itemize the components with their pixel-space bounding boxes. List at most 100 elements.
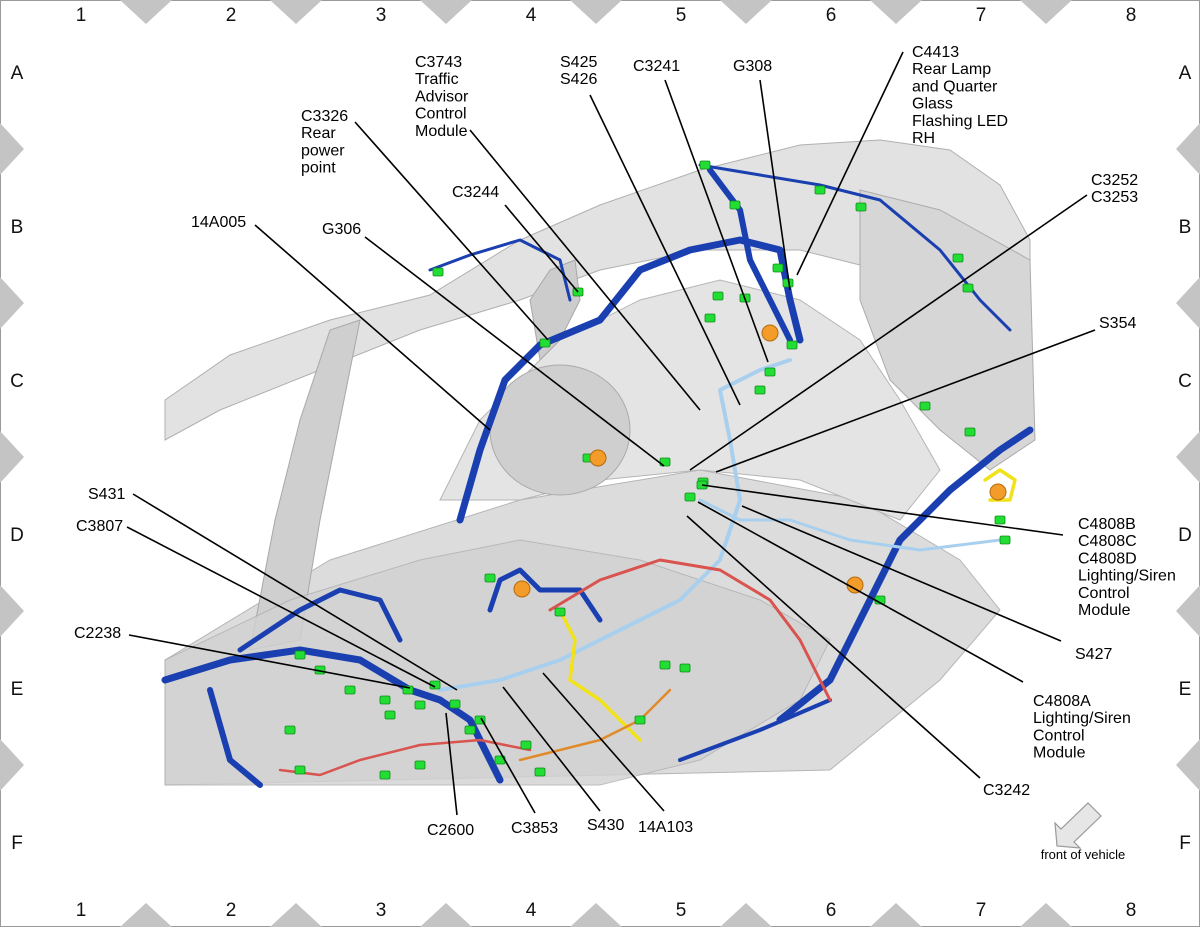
callout-text-line: and Quarter — [912, 78, 998, 95]
callout-text-line: 14A005 — [191, 214, 246, 231]
leader-line-c3241 — [664, 79, 769, 363]
callout-c3853: C3853 — [511, 820, 558, 837]
callout-text-line: C3253 — [1091, 189, 1138, 206]
connector-icon — [554, 607, 566, 617]
callout-a14a103: 14A103 — [638, 819, 693, 836]
leader-line-c3244 — [504, 204, 579, 293]
leader-line-s427 — [741, 505, 1062, 642]
connector-icon — [659, 660, 671, 670]
ground-stud-icon — [589, 449, 607, 467]
grid-column-label-bottom: 7 — [976, 900, 987, 921]
ground-stud-icon — [989, 483, 1007, 501]
callout-text-line: C3853 — [511, 820, 558, 837]
leader-line-c3743 — [469, 129, 701, 411]
grid-row-label-left: C — [10, 371, 24, 392]
leader-line-c3242 — [686, 515, 981, 779]
callout-text-line: S426 — [560, 71, 597, 88]
callout-c3241: C3241 — [633, 58, 680, 75]
connector-icon — [379, 695, 391, 705]
grid-marker — [1176, 585, 1200, 637]
callout-c3807: C3807 — [76, 518, 123, 535]
connector-icon — [952, 253, 964, 263]
callout-text-line: Traffic — [415, 71, 459, 88]
connector-icon — [699, 160, 711, 170]
callout-text-line: Control — [415, 106, 467, 123]
leader-line-c2238 — [128, 634, 411, 689]
callout-text-line: Control — [1033, 727, 1085, 744]
grid-marker — [270, 0, 322, 24]
connector-icon — [402, 685, 414, 695]
callout-text-line: C3326 — [301, 108, 348, 125]
ground-stud-icon — [761, 324, 779, 342]
grid-marker — [120, 903, 172, 927]
connector-icon — [679, 663, 691, 673]
leader-line-c3807 — [126, 526, 436, 688]
connector-icon — [704, 313, 716, 323]
callout-text-line: C3242 — [983, 782, 1030, 799]
wheel-well — [489, 364, 631, 496]
callout-text-line: RH — [912, 130, 935, 147]
callout-labels: C3743TrafficAdvisorControlModuleS425S426… — [74, 44, 1176, 839]
grid-column-label-top: 3 — [376, 5, 387, 26]
callout-text-line: C3743 — [415, 54, 462, 71]
callout-text-line: S430 — [587, 817, 624, 834]
grid-marker — [870, 903, 922, 927]
grid-column-label-top: 1 — [76, 5, 87, 26]
callout-text-line: Module — [415, 123, 468, 140]
connector-icon — [539, 338, 551, 348]
connector-icon — [414, 760, 426, 770]
callout-text-line: G308 — [733, 58, 772, 75]
callout-s430: S430 — [587, 817, 624, 834]
grid-row-label-right: C — [1178, 371, 1192, 392]
callout-text-line: S354 — [1099, 315, 1136, 332]
leader-line-g308 — [759, 79, 791, 291]
grid-row-label-right: D — [1178, 525, 1192, 546]
front-of-vehicle-indicator: front of vehicle — [1041, 802, 1125, 862]
callout-text-line: Lighting/Siren — [1033, 710, 1131, 727]
grid-column-label-bottom: 3 — [376, 900, 387, 921]
connector-icon — [294, 650, 306, 660]
connector-icon — [772, 263, 784, 273]
grid-marker — [1176, 739, 1200, 791]
grid-row-label-left: B — [11, 217, 24, 238]
leader-line-c3252 — [689, 194, 1088, 471]
harness-red-lower — [278, 738, 532, 777]
leader-line-a14a005 — [254, 224, 491, 431]
callout-g308: G308 — [733, 58, 772, 75]
grid-row-label-left: F — [11, 833, 23, 854]
grid-marker — [1176, 123, 1200, 175]
callout-c2238: C2238 — [74, 625, 121, 642]
grid-marker — [0, 739, 24, 791]
callout-text-line: S425 — [560, 54, 597, 71]
grid-column-label-top: 2 — [226, 5, 237, 26]
connector-icon — [464, 725, 476, 735]
callout-text-line: Advisor — [415, 88, 469, 105]
connectors — [284, 160, 1011, 780]
callout-text-line: C3252 — [1091, 172, 1138, 189]
harness-left-loop — [487, 567, 603, 623]
grid-marker — [0, 585, 24, 637]
grid-marker — [1020, 903, 1072, 927]
connector-icon — [712, 291, 724, 301]
connector-icon — [384, 710, 396, 720]
grid-column-label-top: 7 — [976, 5, 987, 26]
callout-text-line: C2600 — [427, 822, 474, 839]
callout-text-line: Rear — [301, 125, 336, 142]
callout-text-line: S431 — [88, 486, 125, 503]
grid-marker — [120, 0, 172, 24]
leader-line-s431 — [132, 493, 458, 691]
connector-icon — [684, 492, 696, 502]
grid-row-label-right: A — [1179, 63, 1192, 84]
grid-column-label-top: 4 — [526, 5, 537, 26]
right-side-panel — [859, 189, 1036, 471]
grid-column-label-bottom: 6 — [826, 900, 837, 921]
harness-main-left — [161, 646, 504, 784]
leader-line-c4808a — [697, 501, 1024, 683]
grid-marker — [570, 903, 622, 927]
grid-column-label-bottom: 5 — [676, 900, 687, 921]
connector-icon — [484, 573, 496, 583]
grid-marker — [1176, 277, 1200, 329]
grid-marker — [0, 277, 24, 329]
